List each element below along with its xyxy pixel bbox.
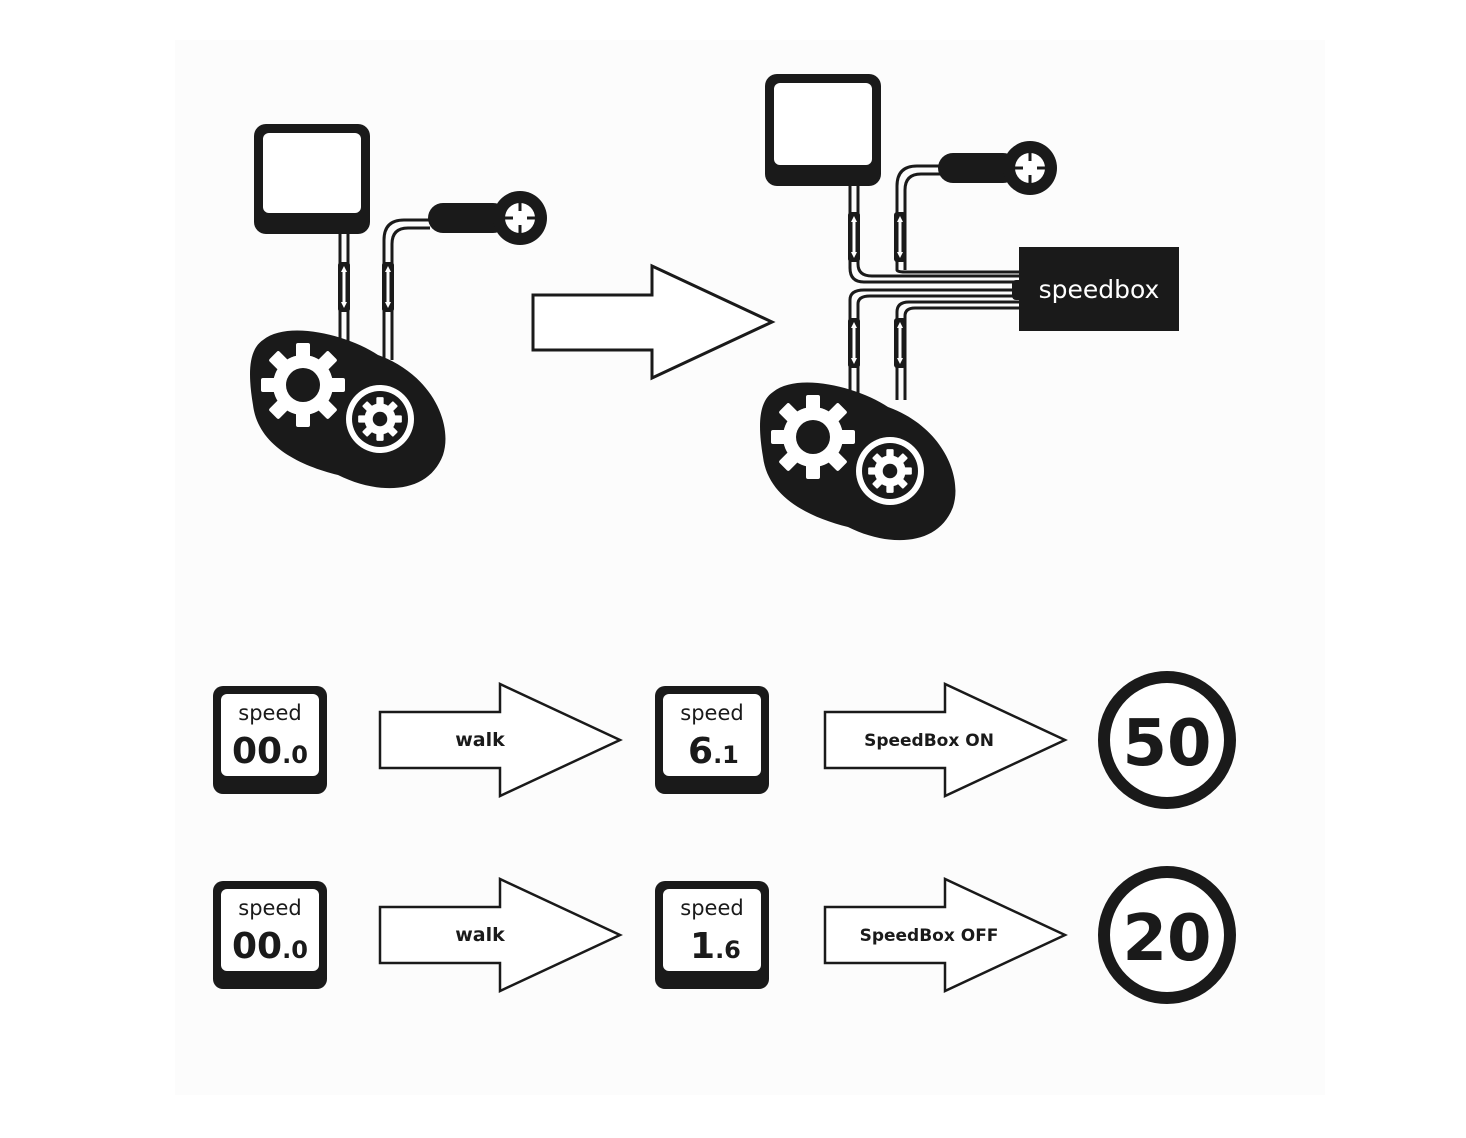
speed-limit-value: 50 [1122, 707, 1211, 781]
speed-limit-sign: 20 [1098, 866, 1236, 1004]
speedbox-off-arrow-icon [823, 877, 1068, 993]
speedbox-wiring: speedbox [760, 74, 1179, 540]
walk-arrow-label: walk [455, 729, 505, 751]
walk-arrow-icon [378, 682, 623, 798]
display-label: speed [238, 701, 301, 725]
original-wiring [250, 124, 549, 489]
cable-connector-icon [894, 318, 906, 368]
speed-sensor-icon [936, 139, 1059, 197]
speedbox-off-label: SpeedBox OFF [860, 926, 999, 946]
display-label: speed [680, 701, 743, 725]
cable-connector-icon [848, 212, 860, 262]
display-unit-icon [765, 74, 881, 186]
speedbox-label: speedbox [1039, 275, 1160, 304]
motor-icon [250, 331, 445, 489]
cable-connector-icon [894, 212, 906, 262]
speed-limit-sign: 50 [1098, 671, 1236, 809]
speed-sensor-icon [426, 189, 549, 247]
cable-connector-icon [382, 262, 394, 312]
display-value: 00.0 [232, 731, 308, 772]
speed-limit-value: 20 [1122, 902, 1211, 976]
display-unit-icon [254, 124, 370, 234]
speedbox-on-arrow-icon [823, 682, 1068, 798]
display-value: 1.6 [690, 926, 741, 967]
display-value: 00.0 [232, 926, 308, 967]
motor-icon [760, 383, 955, 541]
walk-arrow-icon [378, 877, 623, 993]
display-before: speed 00.0 [213, 881, 327, 989]
display-after: speed 6.1 [655, 686, 769, 794]
display-label: speed [680, 896, 743, 920]
display-after: speed 1.6 [655, 881, 769, 989]
walk-arrow-label: walk [455, 924, 505, 946]
transition-arrow-icon [531, 263, 776, 381]
speedbox-module: speedbox [1012, 247, 1179, 331]
display-label: speed [238, 896, 301, 920]
cable-connector-icon [848, 318, 860, 368]
speedbox-on-label: SpeedBox ON [864, 731, 994, 751]
display-before: speed 00.0 [213, 686, 327, 794]
walk-mode-row-off: speed 00.0 walk speed 1.6 SpeedBox OFF 2… [213, 866, 1236, 1004]
walk-mode-row-on: speed 00.0 walk speed 6.1 SpeedBox ON 50 [213, 671, 1236, 809]
display-value: 6.1 [688, 731, 739, 772]
cable-connector-icon [338, 262, 350, 312]
